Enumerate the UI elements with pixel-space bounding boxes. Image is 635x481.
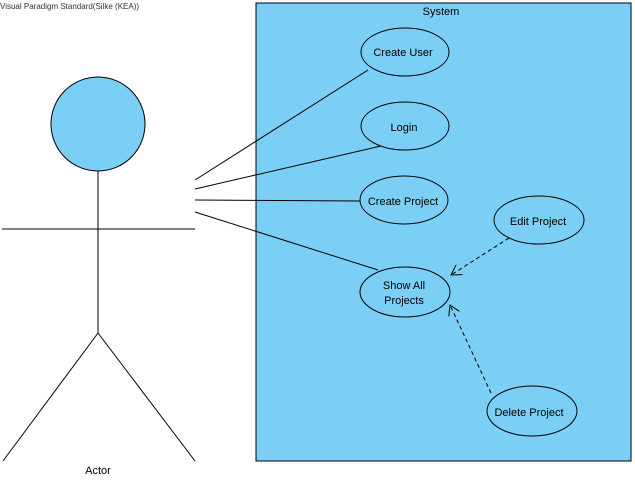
use-case-label-line2: Projects — [384, 295, 424, 307]
association-show-all-projects — [194, 211, 379, 271]
use-case-ellipse — [486, 385, 578, 437]
actor-left-leg — [2, 332, 99, 462]
association-login — [194, 145, 382, 190]
actor-head — [50, 76, 146, 172]
use-case-ellipse — [360, 101, 450, 151]
dependency-edit-to-show — [451, 237, 510, 275]
association-create-project — [194, 199, 361, 202]
use-case-label-line1: Show All — [383, 280, 425, 292]
actor-label: Actor — [85, 465, 111, 477]
use-case-ellipse — [493, 195, 585, 245]
use-case-label: Login — [391, 122, 418, 134]
use-case-label: Edit Project — [510, 216, 566, 228]
use-case-edit-project[interactable]: Edit Project — [493, 195, 585, 245]
use-case-create-user[interactable]: Create User — [360, 27, 450, 77]
use-case-label: Create Project — [368, 196, 438, 208]
actor[interactable]: Actor — [2, 76, 196, 477]
use-case-label: Delete Project — [494, 407, 563, 419]
use-case-show-all-projects[interactable]: Show All Projects — [359, 266, 451, 318]
actor-right-leg — [97, 332, 196, 462]
use-case-create-project[interactable]: Create Project — [359, 175, 449, 225]
dependency-delete-to-show — [450, 305, 492, 394]
use-case-login[interactable]: Login — [360, 101, 450, 151]
use-case-ellipse — [359, 266, 451, 318]
system-label: System — [423, 6, 460, 18]
watermark-text: Visual Paradigm Standard(Silke (KEA)) — [0, 2, 140, 11]
use-case-ellipse — [360, 27, 450, 77]
use-case-label: Create User — [373, 47, 433, 59]
use-case-ellipse — [359, 175, 449, 225]
association-create-user — [194, 69, 369, 181]
use-case-delete-project[interactable]: Delete Project — [486, 385, 578, 437]
